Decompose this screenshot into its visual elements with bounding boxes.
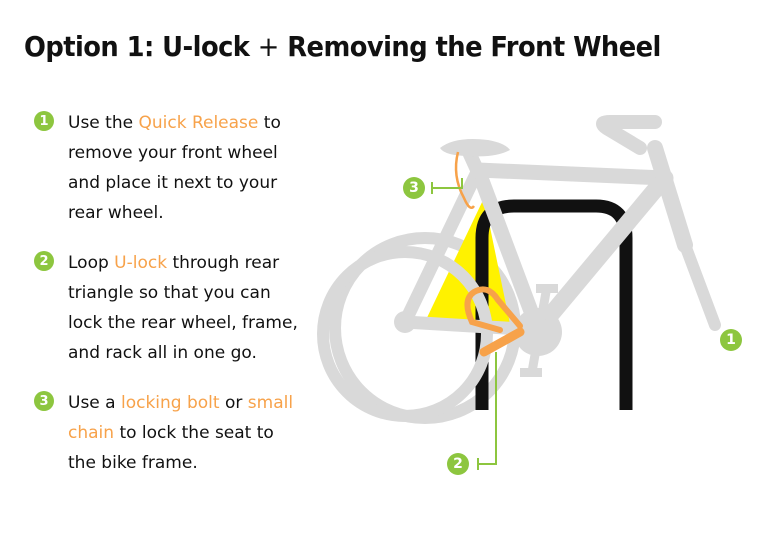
small-chain-highlight: small chain bbox=[68, 393, 294, 443]
title-part2: Removing the Front Wheel bbox=[287, 30, 661, 63]
front-wheel-tire bbox=[317, 246, 493, 422]
step-2-text-after: through rear triangle so that you can lo… bbox=[68, 253, 298, 363]
callout-1-badge: 1 bbox=[720, 329, 742, 351]
bike-crank bbox=[514, 284, 562, 377]
rear-hub bbox=[394, 311, 416, 333]
step-2-text-before: Loop bbox=[68, 253, 115, 273]
step-2: 2 Loop U-lock through rear triangle so t… bbox=[34, 248, 304, 368]
page-title: Option 1: U-lock + Removing the Front Wh… bbox=[24, 30, 696, 63]
step-3: 3 Use a locking bolt or small chain to l… bbox=[34, 388, 304, 478]
bike-seat bbox=[440, 139, 510, 157]
step-1-text-before: Use the bbox=[68, 113, 139, 133]
steps-list: 1 Use the Quick Release to remove your f… bbox=[34, 108, 304, 498]
step-3-number-badge: 3 bbox=[34, 391, 54, 411]
step-2-number-badge: 2 bbox=[34, 251, 54, 271]
step-3-text: Use a locking bolt or small chain to loc… bbox=[68, 388, 304, 478]
callout-3-badge: 3 bbox=[403, 177, 425, 199]
title-part1: Option 1: U-lock bbox=[24, 30, 250, 63]
step-1: 1 Use the Quick Release to remove your f… bbox=[34, 108, 304, 228]
step-1-text: Use the Quick Release to remove your fro… bbox=[68, 108, 304, 228]
step-2-text: Loop U-lock through rear triangle so tha… bbox=[68, 248, 304, 368]
callout-leaders bbox=[431, 178, 497, 470]
u-lock bbox=[464, 286, 525, 357]
step-3-text-middle: or bbox=[219, 393, 248, 413]
title-plus: + bbox=[257, 30, 280, 63]
callout-2-badge: 2 bbox=[447, 453, 469, 475]
quick-release-highlight: Quick Release bbox=[138, 113, 259, 133]
locking-bolt-highlight: locking bolt bbox=[120, 393, 220, 413]
step-1-number-badge: 1 bbox=[34, 111, 54, 131]
step-3-text-before: Use a bbox=[68, 393, 121, 413]
seat-lock-cable bbox=[454, 151, 476, 209]
step-1-text-after: to remove your front wheel and place it … bbox=[68, 113, 281, 223]
u-lock-highlight: U-lock bbox=[114, 253, 168, 273]
step-3-text-after: to lock the seat to the bike frame. bbox=[68, 423, 274, 473]
